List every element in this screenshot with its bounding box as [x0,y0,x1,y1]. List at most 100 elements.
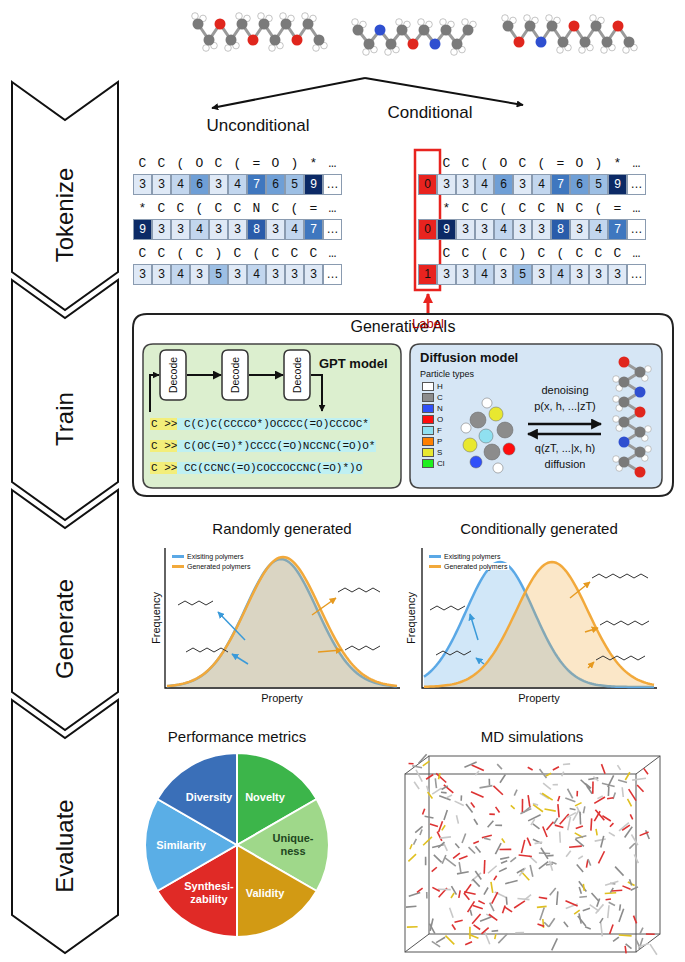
token-cell: 3 [133,174,152,195]
stage-label: Train [51,392,79,446]
token-cell: … [627,174,646,195]
token-cell: 3 [437,174,456,195]
axis-label: Frequency [405,592,417,644]
token-cell: 7 [247,174,266,195]
token-cell: 3 [285,264,304,285]
token-cell: 8 [551,219,570,240]
metric-label: Novelty [233,790,297,803]
model-title: Diffusion model [420,350,518,365]
model-title: GPT model [319,356,388,371]
token-cell: 7 [551,174,570,195]
gpt-box: GPT model C >> C(C)C(CCCCO*)OCCCC(=O)CCCO… [143,344,401,488]
node-outline [284,350,310,400]
pointer-arrow [585,628,598,632]
structure-sketch [592,574,648,578]
plot-axes [165,548,400,688]
token-chars: * C C ( C C N C ( = … [139,201,339,216]
legend-text: P [437,437,442,446]
token-cell: 3 [228,219,247,240]
pointer-arrow [476,658,484,664]
token-cell: 4 [475,174,494,195]
token-cell: … [323,264,342,285]
legend-text: N [437,404,443,413]
metric-label: Diversity [177,790,241,803]
token-cell: 5 [209,264,228,285]
smiles-string: C >> C(C)C(CCCCO*)OCCCC(=O)CCCOC* [150,418,370,430]
legend-entry: H [422,382,443,391]
plot-title: Randomly generated [212,520,351,537]
denoise-arrow [528,423,601,426]
md-box [405,756,660,952]
smiles-string: C >> C(OC(=O)*)CCCC(=O)NCCNC(=O)O* [150,440,376,452]
node-outline [12,490,118,730]
token-cell: … [627,219,646,240]
node-outline [143,344,401,488]
token-chars: * C C ( C C N C ( = … [443,201,643,216]
structure-sketch [596,656,645,660]
metric-label: Validity [233,887,297,900]
token-cell: 6 [494,174,513,195]
legend-entry: C [422,393,443,402]
metrics-pie [145,753,329,937]
stage-chevron: Tokenize [12,82,118,310]
token-cell: 0 [418,174,437,195]
token-cell: 1 [418,264,437,285]
legend-text: Exisiting polymers [187,553,243,560]
legend-swatch [422,415,434,424]
legend-text: H [437,382,443,391]
group-box: Generative AIsGPT modelC >> C(C)C(CCCCO*… [133,314,673,496]
legend-swatch [422,393,434,402]
legend-entry: Generated polymers [427,563,509,570]
token-cell: 3 [456,174,475,195]
decoder-block: Decode [284,350,310,400]
token-chars: C C ( C ) C ( C C C … [443,246,643,261]
legend-entry: Cl [422,459,445,468]
distribution-fill [424,562,654,687]
decoder-label: Decode [229,357,241,393]
distribution-curve [424,562,654,687]
metric-label: Similarity [149,839,213,852]
node-outline [12,82,118,310]
node-outline [12,280,118,520]
pointer-arrow [570,582,590,598]
token-chars: C C ( C ) C ( C C C … [139,246,339,261]
token-cell: 3 [475,219,494,240]
branch-label: Unconditional [206,116,309,136]
token-cell: 3 [152,264,171,285]
token-cell: 3 [608,264,627,285]
legend-entry: Exisiting polymers [170,553,245,560]
token-cell: … [323,219,342,240]
molecule [613,357,652,478]
structure-sketch [186,648,228,652]
axis-label: Property [261,692,303,704]
token-cell: 3 [437,264,456,285]
equation: q(zT, ...|x, h) [535,442,595,454]
stage-chevron: Generate [12,490,118,730]
structure-sketch [338,588,380,592]
token-cell: 4 [171,174,190,195]
decoder-block: Decode [160,350,186,400]
token-cell: 3 [304,264,323,285]
process-label: diffusion [545,458,586,470]
token-cell: 3 [152,219,171,240]
token-cell: 8 [247,219,266,240]
legend-entry: P [422,437,442,446]
token-cell: 9 [608,174,627,195]
flow-arrow [249,374,283,376]
token-cell: 3 [266,219,285,240]
particle-cloud [461,398,515,473]
token-cell: 4 [494,219,513,240]
section-title: Performance metrics [168,728,306,745]
distribution-fill [424,562,654,687]
pointer-arrow [318,650,342,652]
token-cell: 9 [437,219,456,240]
structure-sketch [600,621,649,625]
pointer-arrow [312,598,336,615]
plot-title: Conditionally generated [460,520,618,537]
token-cell: 6 [570,174,589,195]
label-arrow [427,294,430,313]
node-outline [222,350,248,400]
stage-label: Tokenize [51,168,79,263]
